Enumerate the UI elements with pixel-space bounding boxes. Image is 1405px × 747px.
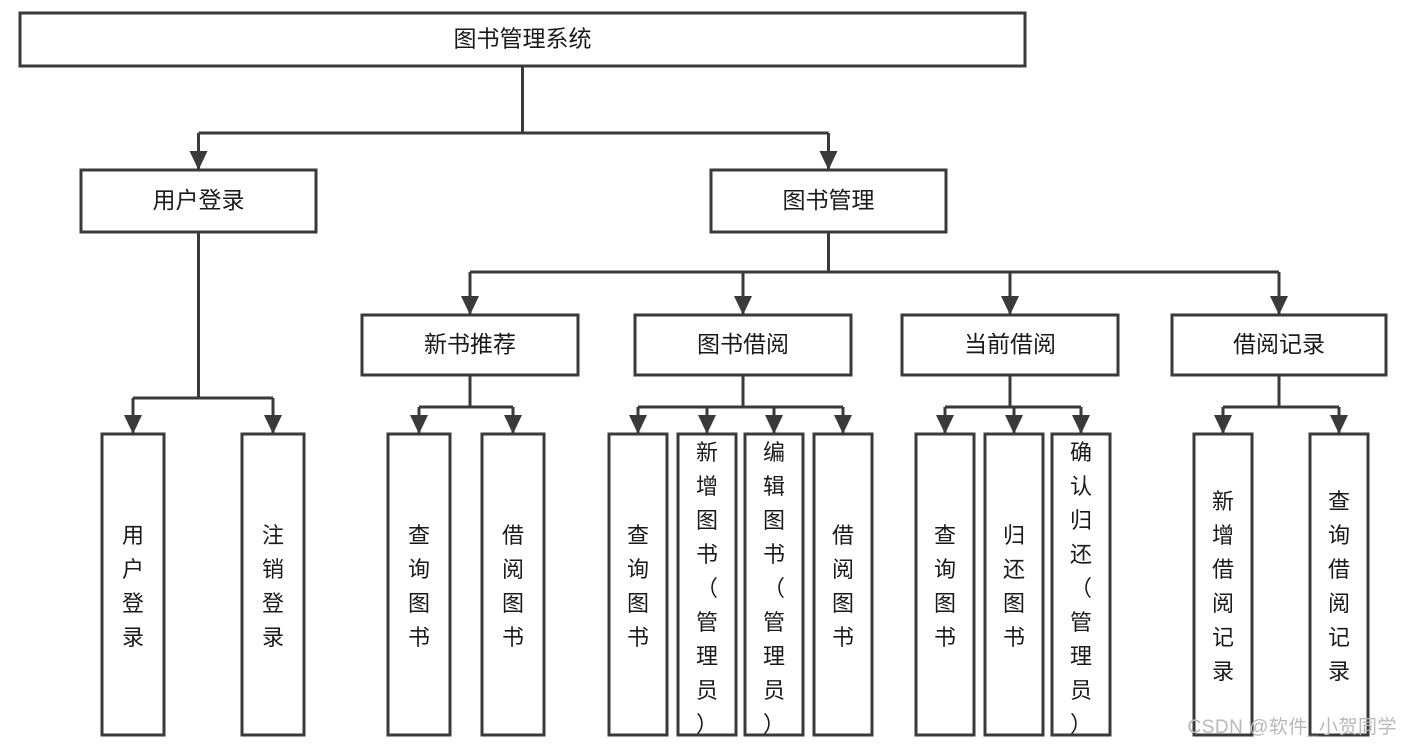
node-box [1192,432,1254,737]
node-label: 图书管理 [783,187,875,213]
arrow-head-icon [834,415,852,434]
node-label: 新增借阅记录 [1212,489,1234,684]
node-box [709,168,948,234]
arrow-head-icon [264,415,282,434]
level3-node-1[interactable]: 图书借阅 [633,313,853,377]
node-box [914,432,976,737]
node-label: 用户登录 [153,187,245,213]
node-box [480,432,546,737]
leaf-node-7[interactable]: 借阅图书 [812,432,874,737]
node-label: 确认归还（管理员） [1070,440,1092,737]
connector-layer [124,66,1348,434]
root-node-图书管理系统[interactable]: 图书管理系统 [18,11,1027,68]
node-label: 注销登录 [262,523,284,650]
node-label: 用户登录 [122,523,144,650]
level3-node-0[interactable]: 新书推荐 [360,313,580,377]
arrow-head-icon [629,415,647,434]
node-label: 借阅记录 [1233,331,1325,357]
arrow-head-icon [698,415,716,434]
leaf-node-12[interactable]: 查询借阅记录 [1308,432,1370,737]
node-label: 编辑图书（管理员） [763,440,785,737]
node-label: 查询图书 [408,523,430,650]
node-label: 图书借阅 [697,331,789,357]
node-box [1050,432,1112,737]
arrow-head-icon [734,296,752,315]
leaf-node-10[interactable]: 确认归还（管理员） [1050,432,1112,737]
node-label: 查询借阅记录 [1328,489,1350,684]
arrow-head-icon [189,151,208,170]
node-box [743,432,805,737]
node-box [633,313,853,377]
level2-node-0[interactable]: 用户登录 [79,168,318,234]
node-label: 新增图书（管理员） [696,440,718,737]
node-box [812,432,874,737]
leaf-node-9[interactable]: 归还图书 [983,432,1045,737]
node-label: 当前借阅 [964,331,1056,357]
node-box [900,313,1120,377]
node-box [676,432,738,737]
node-label: 借阅图书 [502,523,524,650]
level3-node-3[interactable]: 借阅记录 [1170,313,1388,377]
arrow-head-icon [1072,415,1090,434]
arrow-head-icon [410,415,428,434]
arrow-head-icon [461,296,479,315]
leaf-node-1[interactable]: 注销登录 [240,432,306,737]
node-layer: 图书管理系统用户登录图书管理新书推荐图书借阅当前借阅借阅记录用户登录注销登录查询… [18,11,1388,737]
node-box [79,168,318,234]
leaf-node-8[interactable]: 查询图书 [914,432,976,737]
node-label: 查询图书 [934,523,956,650]
level3-node-2[interactable]: 当前借阅 [900,313,1120,377]
arrow-head-icon [765,415,783,434]
leaf-node-5[interactable]: 新增图书（管理员） [676,432,738,737]
node-label: 图书管理系统 [454,26,592,52]
arrow-head-icon [1330,415,1348,434]
arrow-head-icon [1270,296,1288,315]
node-box [240,432,306,737]
node-box [983,432,1045,737]
arrow-head-icon [936,415,954,434]
node-box [18,11,1027,68]
node-label: 归还图书 [1003,523,1025,650]
leaf-node-0[interactable]: 用户登录 [100,432,166,737]
arrow-head-icon [819,151,838,170]
node-box [1170,313,1388,377]
leaf-node-3[interactable]: 借阅图书 [480,432,546,737]
node-label: 查询图书 [627,523,649,650]
leaf-node-4[interactable]: 查询图书 [607,432,669,737]
arrow-head-icon [1005,415,1023,434]
node-label: 借阅图书 [832,523,854,650]
arrow-head-icon [1001,296,1019,315]
level2-node-1[interactable]: 图书管理 [709,168,948,234]
leaf-node-2[interactable]: 查询图书 [386,432,452,737]
leaf-node-6[interactable]: 编辑图书（管理员） [743,432,805,737]
node-box [360,313,580,377]
node-box [607,432,669,737]
arrow-head-icon [124,415,142,434]
node-box [386,432,452,737]
arrow-head-icon [1214,415,1232,434]
leaf-node-11[interactable]: 新增借阅记录 [1192,432,1254,737]
node-box [1308,432,1370,737]
arrow-head-icon [504,415,522,434]
node-label: 新书推荐 [424,331,516,357]
node-box [100,432,166,737]
